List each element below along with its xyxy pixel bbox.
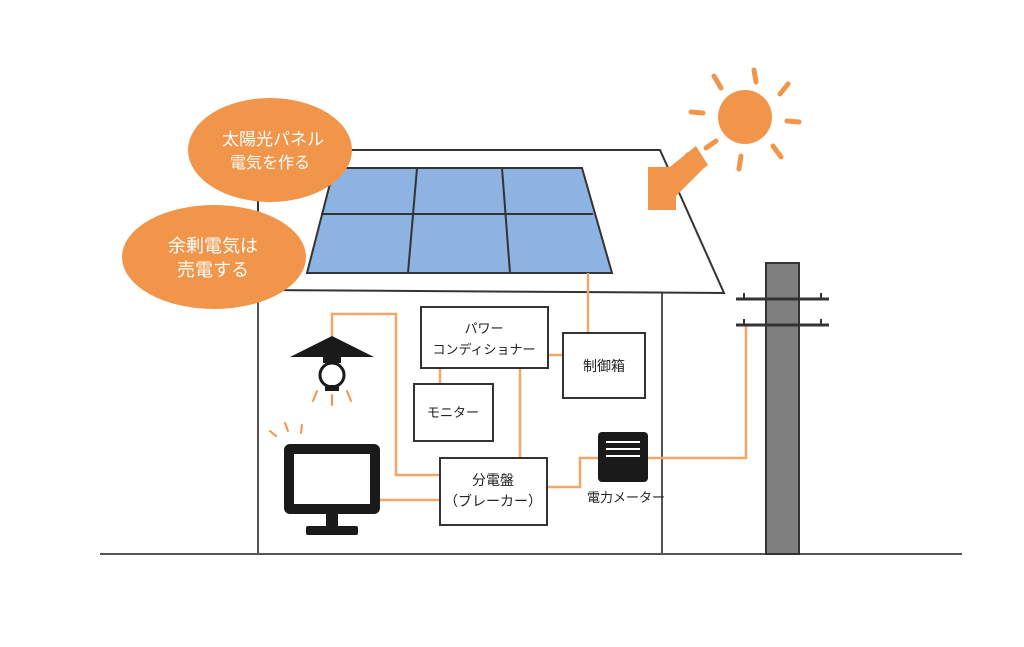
wiring — [330, 273, 748, 502]
callout-surplus-line2: 売電する — [177, 260, 249, 281]
house — [257, 290, 663, 554]
power-conditioner-box: パワー コンディショナー — [420, 306, 549, 369]
breaker-line1: 分電盤 — [472, 473, 514, 489]
callout-surplus-line1: 余剰電気は — [168, 236, 258, 257]
callout-surplus-sell: 余剰電気は 売電する — [122, 205, 306, 309]
sun-icon — [688, 67, 802, 172]
power-conditioner-line1: パワー — [464, 322, 503, 337]
callout-panel-line2: 電気を作る — [230, 153, 310, 172]
callout-panel-line1: 太陽光パネル — [222, 130, 324, 150]
breaker-box: 分電盤 （ブレーカー） — [439, 457, 548, 526]
utility-pole-icon — [736, 262, 829, 555]
solar-panel — [305, 167, 614, 274]
control-box-label: 制御箱 — [583, 359, 625, 375]
callout-solar-panel: 太陽光パネル 電気を作る — [188, 98, 352, 202]
tv-icon — [269, 422, 380, 535]
breaker-line2: （ブレーカー） — [444, 493, 542, 510]
meter-icon — [598, 432, 648, 482]
lamp-icon — [290, 336, 374, 406]
monitor-box: モニター — [413, 383, 494, 442]
meter-label: 電力メーター — [587, 491, 665, 506]
monitor-label: モニター — [427, 406, 479, 421]
power-conditioner-line2: コンディショナー — [432, 342, 535, 358]
control-box: 制御箱 — [562, 332, 646, 399]
